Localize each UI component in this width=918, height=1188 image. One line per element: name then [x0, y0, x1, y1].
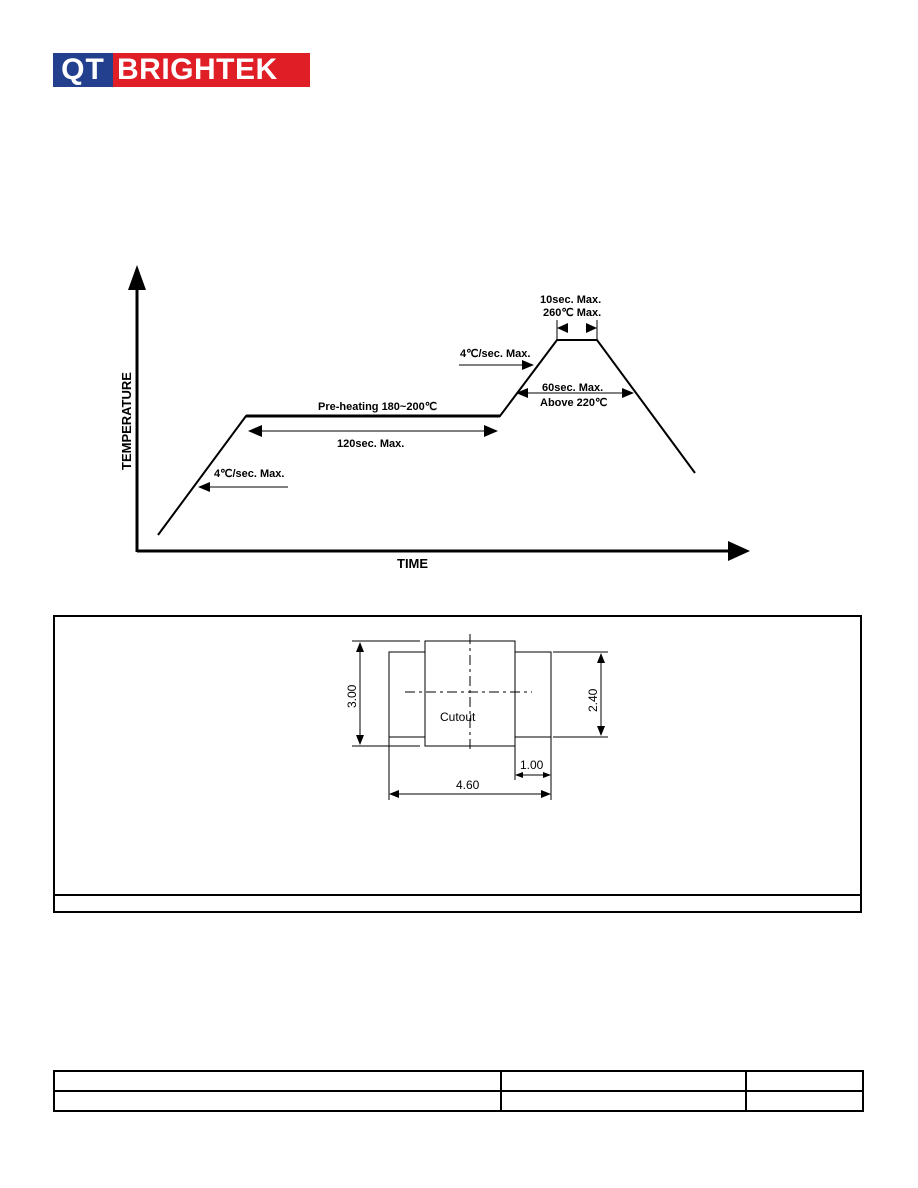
- above-temp-label: Above 220℃: [540, 397, 607, 409]
- ramp2-label: 4℃/sec. Max.: [460, 348, 530, 360]
- logo-brand: BRIGHTEK: [113, 53, 310, 87]
- reflow-profile-diagram: TEMPERATURE TIME 4℃/sec. Max. Pre-heatin…: [119, 265, 750, 571]
- preheat-time-label: 120sec. Max.: [337, 438, 404, 450]
- table-cell: [53, 1070, 502, 1092]
- table-cell: [500, 1090, 747, 1112]
- table-cell: [745, 1070, 864, 1092]
- pad-width-dim: 1.00: [520, 758, 544, 772]
- table-row: [53, 1090, 864, 1112]
- logo-qt: QT: [53, 53, 113, 87]
- table-cell: [53, 1090, 502, 1112]
- footer-table: [53, 1070, 864, 1112]
- height-dim: 3.00: [345, 684, 359, 708]
- box-divider: [55, 894, 860, 896]
- pad-layout-drawing: Cutout 3.00 2.40 1.00 4.60: [345, 634, 608, 800]
- table-row: [53, 1070, 864, 1092]
- preheat-label: Pre-heating 180~200℃: [318, 401, 437, 413]
- table-cell: [745, 1090, 864, 1112]
- x-axis-arrow: [728, 541, 750, 561]
- pad-height-dim: 2.40: [586, 688, 600, 712]
- y-axis-label: TEMPERATURE: [119, 372, 134, 470]
- peak-temp-label: 260℃ Max.: [543, 307, 601, 319]
- ramp-up-label: 4℃/sec. Max.: [214, 468, 284, 480]
- cutout-label: Cutout: [440, 710, 476, 724]
- x-axis-label: TIME: [397, 556, 428, 571]
- peak-time-label: 10sec. Max.: [540, 294, 601, 306]
- total-width-dim: 4.60: [456, 778, 480, 792]
- above-time-label: 60sec. Max.: [542, 382, 603, 394]
- table-cell: [500, 1070, 747, 1092]
- profile-curve: [157, 339, 696, 536]
- y-axis-arrow: [128, 265, 146, 290]
- company-logo: QT BRIGHTEK: [53, 53, 310, 87]
- pad-layout-box: [53, 615, 862, 913]
